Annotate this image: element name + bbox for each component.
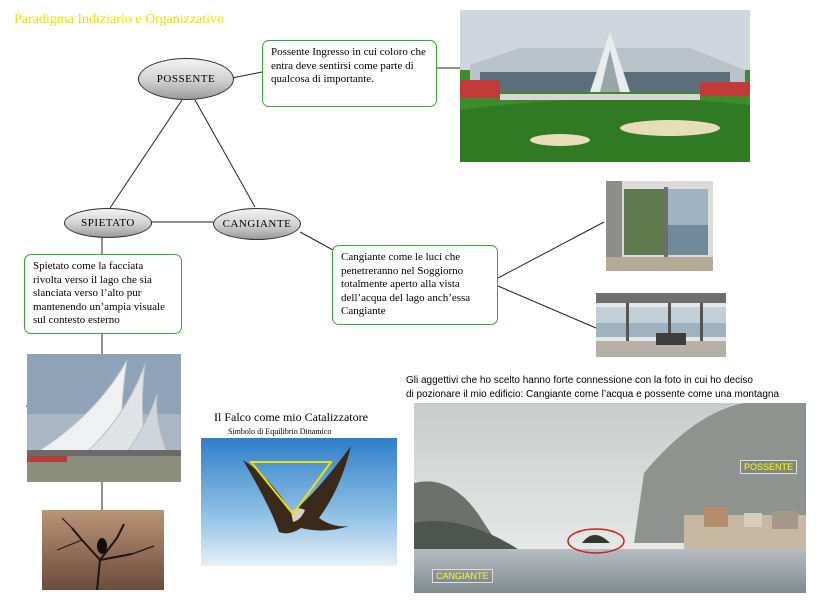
note-possente: Possente Ingresso in cui coloro che entr… bbox=[262, 40, 437, 107]
line-possente-note bbox=[231, 71, 263, 79]
photo-sail-building bbox=[27, 354, 181, 482]
lake-illustration bbox=[414, 403, 806, 593]
lake-caption-line-2: di pozionare il mio edificio: Cangiante … bbox=[406, 389, 780, 400]
photo-window-view-2 bbox=[596, 293, 726, 357]
node-spietato-label: SPIETATO bbox=[81, 217, 135, 229]
golf-illustration bbox=[460, 10, 750, 162]
falcon-triangle bbox=[248, 461, 333, 516]
lake-caption-line-1: Gli aggettivi che ho scelto hanno forte … bbox=[406, 375, 753, 386]
line-note-window1 bbox=[497, 221, 605, 279]
window-view-1-illustration bbox=[606, 181, 713, 271]
note-possente-text: Possente Ingresso in cui coloro che entr… bbox=[271, 46, 426, 85]
sail-building-illustration bbox=[27, 354, 181, 482]
note-spietato-text: Spietato come la facciata rivolta verso … bbox=[33, 260, 165, 326]
note-spietato: Spietato come la facciata rivolta verso … bbox=[24, 254, 182, 334]
node-cangiante: CANGIANTE bbox=[213, 208, 301, 240]
node-spietato: SPIETATO bbox=[64, 208, 152, 238]
line-note-window2 bbox=[497, 285, 597, 329]
falcon-subcaption: Simbolo di Equilibrio Dinamico bbox=[228, 427, 332, 436]
window-view-2-illustration bbox=[596, 293, 726, 357]
bird-on-tree-illustration bbox=[42, 510, 164, 590]
photo-golf-clubhouse bbox=[460, 10, 750, 162]
photo-window-view-1 bbox=[606, 181, 713, 271]
note-cangiante-text: Cangiante come le luci che penetreranno … bbox=[341, 251, 471, 317]
page-title: Paradigma Indiziario e Organizzativo bbox=[14, 12, 225, 27]
node-cangiante-label: CANGIANTE bbox=[222, 218, 292, 230]
node-possente: POSSENTE bbox=[138, 58, 234, 100]
node-possente-label: POSSENTE bbox=[156, 73, 216, 85]
line-possente-cangiante bbox=[194, 99, 256, 208]
lake-tag-possente: POSSENTE bbox=[740, 460, 798, 474]
falcon-caption: Il Falco come mio Catalizzatore bbox=[214, 410, 368, 424]
island-highlight-circle bbox=[567, 528, 625, 554]
falcon-illustration bbox=[201, 438, 397, 566]
photo-lake-mountains: POSSENTE CANGIANTE bbox=[414, 403, 806, 593]
photo-bird-on-tree bbox=[42, 510, 164, 590]
lake-tag-cangiante: CANGIANTE bbox=[432, 569, 493, 583]
line-cangiante-note bbox=[299, 231, 334, 251]
line-possente-spietato bbox=[109, 99, 183, 209]
photo-falcon bbox=[201, 438, 397, 566]
note-cangiante: Cangiante come le luci che penetreranno … bbox=[332, 245, 498, 325]
